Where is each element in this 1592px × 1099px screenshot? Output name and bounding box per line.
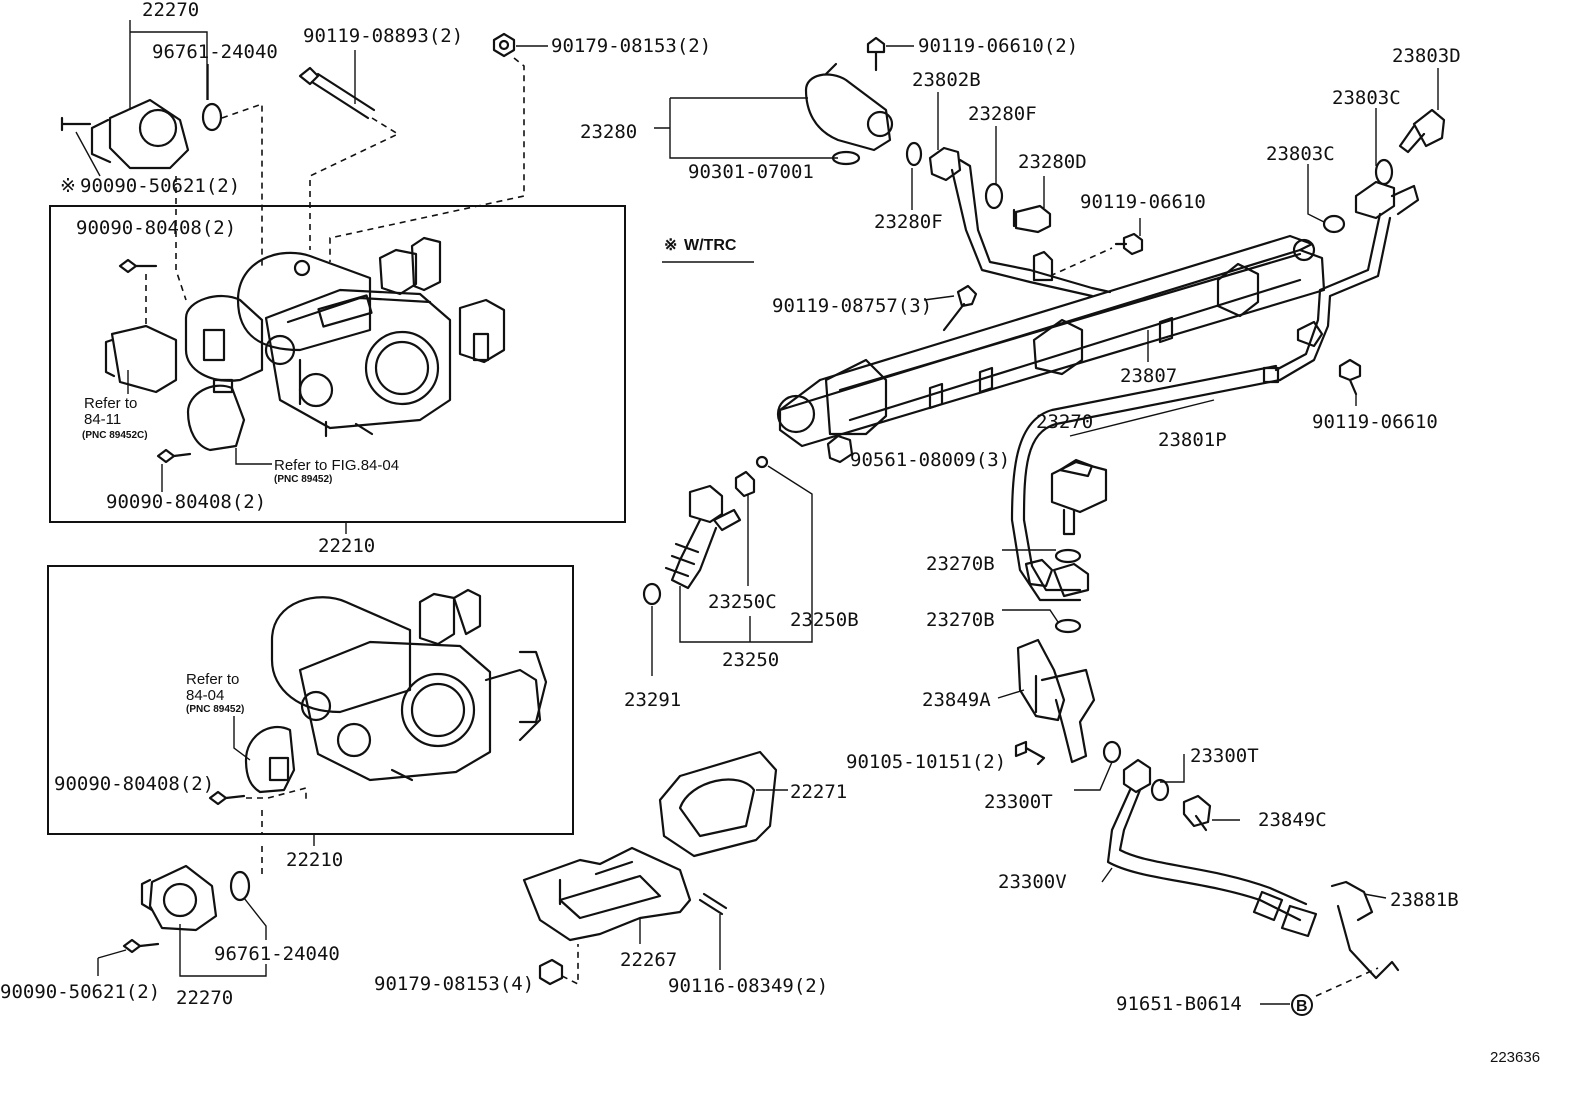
pressure-regulator-23270: [1050, 458, 1108, 634]
label-23291: 23291: [624, 689, 681, 711]
label-90090-80408-c: 90090-80408(2): [54, 773, 214, 795]
label-refer-84-11-line1: Refer to: [84, 395, 137, 412]
label-23270B-a: 23270B: [926, 553, 995, 575]
bolt-90119-06610-right: [1338, 358, 1362, 396]
label-23250: 23250: [722, 649, 779, 671]
pulsation-damper-23280: [804, 62, 894, 166]
cushion-90561-08009: [826, 434, 854, 464]
label-refer-84-11-line2: 84-11: [84, 411, 121, 428]
label-23270B-b: 23270B: [926, 609, 995, 631]
bracket-22267: [522, 846, 692, 942]
label-90090-50621-top: 90090-50621(2): [80, 175, 240, 197]
label-22210-a: 22210: [318, 535, 375, 557]
union-bolt-23802B: [905, 141, 962, 182]
label-22210-b: 22210: [286, 849, 343, 871]
isc-valve-bottom: [122, 864, 251, 954]
label-23803D: 23803D: [1392, 45, 1461, 67]
label-w-trc: W/TRC: [684, 237, 737, 254]
injector-23250: [642, 455, 769, 606]
label-23803C-a: 23803C: [1332, 87, 1401, 109]
bolt-90119-08893: [298, 66, 376, 120]
nut-90179-08153-bottom: [538, 958, 564, 986]
throttle-body-upper: [104, 236, 506, 464]
label-23807: 23807: [1120, 365, 1177, 387]
label-figure-id: 223636: [1490, 1049, 1540, 1066]
fuel-pipe-23280: [950, 158, 1112, 298]
label-90179-08153-top: 90179-08153(2): [551, 35, 711, 57]
label-91651-B0614: 91651-B0614: [1116, 993, 1242, 1015]
label-23300T-b: 23300T: [984, 791, 1053, 813]
label-23300T-a: 23300T: [1190, 745, 1259, 767]
label-refer-fig-84-04: Refer to FIG.84-04: [274, 457, 399, 474]
label-23280F-b: 23280F: [874, 211, 943, 233]
bolt-90105-10151: [1014, 740, 1046, 766]
circled-b-letter: B: [1296, 998, 1308, 1015]
label-96761-24040-bottom: 96761-24040: [214, 943, 340, 965]
circled-b-marker-icon: B: [1291, 994, 1313, 1016]
label-23849A: 23849A: [922, 689, 991, 711]
label-90301-07001: 90301-07001: [688, 161, 814, 183]
label-23280F-a: 23280F: [968, 103, 1037, 125]
label-22271: 22271: [790, 781, 847, 803]
label-22270-bottom: 22270: [176, 987, 233, 1009]
label-23280D: 23280D: [1018, 151, 1087, 173]
throttle-body-lower: [208, 588, 548, 806]
label-23849C: 23849C: [1258, 809, 1327, 831]
label-23270: 23270: [1036, 411, 1093, 433]
bolt-90119-06610-mid: [1114, 232, 1144, 256]
delivery-pipe-23807: [776, 234, 1326, 448]
label-90119-08893: 90119-08893(2): [303, 25, 463, 47]
label-23803C-b: 23803C: [1266, 143, 1335, 165]
label-90119-08757: 90119-08757(3): [772, 295, 932, 317]
label-90090-50621-bottom: 90090-50621(2): [0, 981, 160, 1003]
throttle-body-box-lower: [47, 565, 574, 835]
bracket-23849A: [1016, 638, 1096, 764]
label-90090-80408-a: 90090-80408(2): [76, 217, 236, 239]
label-pnc-89452-a: (PNC 89452): [274, 474, 332, 485]
fuel-hose-23300V: [1102, 740, 1318, 938]
stud-90116-08349: [698, 892, 728, 916]
label-90561-08009: 90561-08009(3): [850, 449, 1010, 471]
bracket-23881B: [1330, 880, 1400, 980]
isc-valve-top: [60, 98, 223, 170]
label-23280: 23280: [580, 121, 637, 143]
label-90105-10151: 90105-10151(2): [846, 751, 1006, 773]
label-23802B: 23802B: [912, 69, 981, 91]
label-90090-80408-b: 90090-80408(2): [106, 491, 266, 513]
throttle-body-box-upper: [49, 205, 626, 523]
label-96761-24040-top: 96761-24040: [152, 41, 278, 63]
label-refer-84-04-line2: 84-04: [186, 687, 224, 704]
label-22270-top: 22270: [142, 0, 199, 21]
nut-90179-08153-top: [492, 32, 516, 58]
label-22267: 22267: [620, 949, 677, 971]
label-pnc-89452-b: (PNC 89452): [186, 704, 244, 715]
label-90119-06610-top: 90119-06610(2): [918, 35, 1078, 57]
label-23801P: 23801P: [1158, 429, 1227, 451]
part-labels: 22270 96761-24040 90119-08893(2) 90179-0…: [0, 0, 1540, 1066]
asterisk-marker-trc-icon: ※: [664, 237, 677, 254]
fuel-pipe-23801P: [1010, 212, 1392, 602]
label-90119-06610-right: 90119-06610: [1312, 411, 1438, 433]
label-23881B: 23881B: [1390, 889, 1459, 911]
label-90116-08349: 90116-08349(2): [668, 975, 828, 997]
label-refer-84-04-line1: Refer to: [186, 671, 239, 688]
label-pnc-89452c: (PNC 89452C): [82, 430, 148, 441]
label-23250C: 23250C: [708, 591, 777, 613]
label-90119-06610-mid: 90119-06610: [1080, 191, 1206, 213]
asterisk-marker-icon: ※: [60, 175, 76, 197]
bolt-90119-08757: [942, 284, 978, 332]
label-23300V: 23300V: [998, 871, 1067, 893]
bolt-90119-06610-top: [866, 36, 886, 72]
label-90179-08153-bottom: 90179-08153(4): [374, 973, 534, 995]
union-23803: [1322, 108, 1446, 234]
label-23250B: 23250B: [790, 609, 859, 631]
gasket-22271: [658, 750, 778, 858]
